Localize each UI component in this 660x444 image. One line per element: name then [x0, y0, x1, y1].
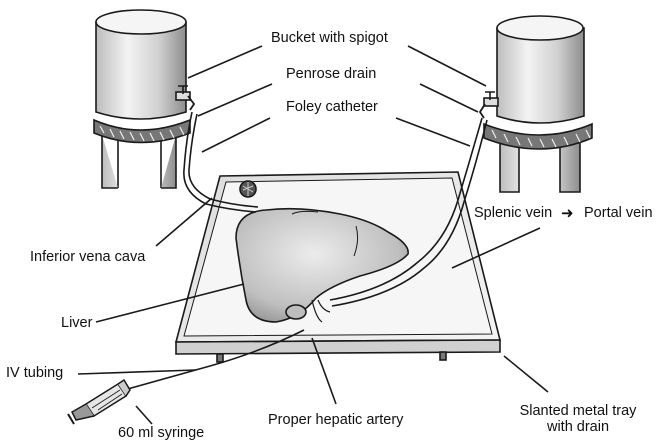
label-penrose-drain: Penrose drain [286, 66, 377, 82]
label-60ml-syringe: 60 ml syringe [118, 425, 205, 441]
label-tray-line1: Slanted metal tray [519, 403, 637, 419]
syringe-illustration [67, 378, 131, 425]
label-bucket-with-spigot: Bucket with spigot [271, 30, 388, 46]
leader-lines [77, 45, 549, 425]
left-bucket [93, 9, 196, 189]
label-splenic-vein: Splenic vein [474, 205, 553, 221]
label-proper-hepatic-artery: Proper hepatic artery [268, 412, 404, 428]
tubing [123, 111, 488, 391]
label-portal-vein: Portal vein [584, 205, 653, 221]
liver-illustration [235, 207, 409, 323]
label-foley-catheter: Foley catheter [286, 99, 378, 115]
label-liver: Liver [61, 315, 93, 331]
label-iv-tubing: IV tubing [6, 365, 64, 381]
right-bucket [478, 15, 593, 193]
right-arrow-icon: ➜ [561, 205, 574, 222]
label-tray-line2: with drain [546, 418, 610, 435]
label-inferior-vena-cava: Inferior vena cava [30, 249, 146, 265]
label-slanted-metal-tray: Slanted metal tray with drain [508, 403, 648, 436]
